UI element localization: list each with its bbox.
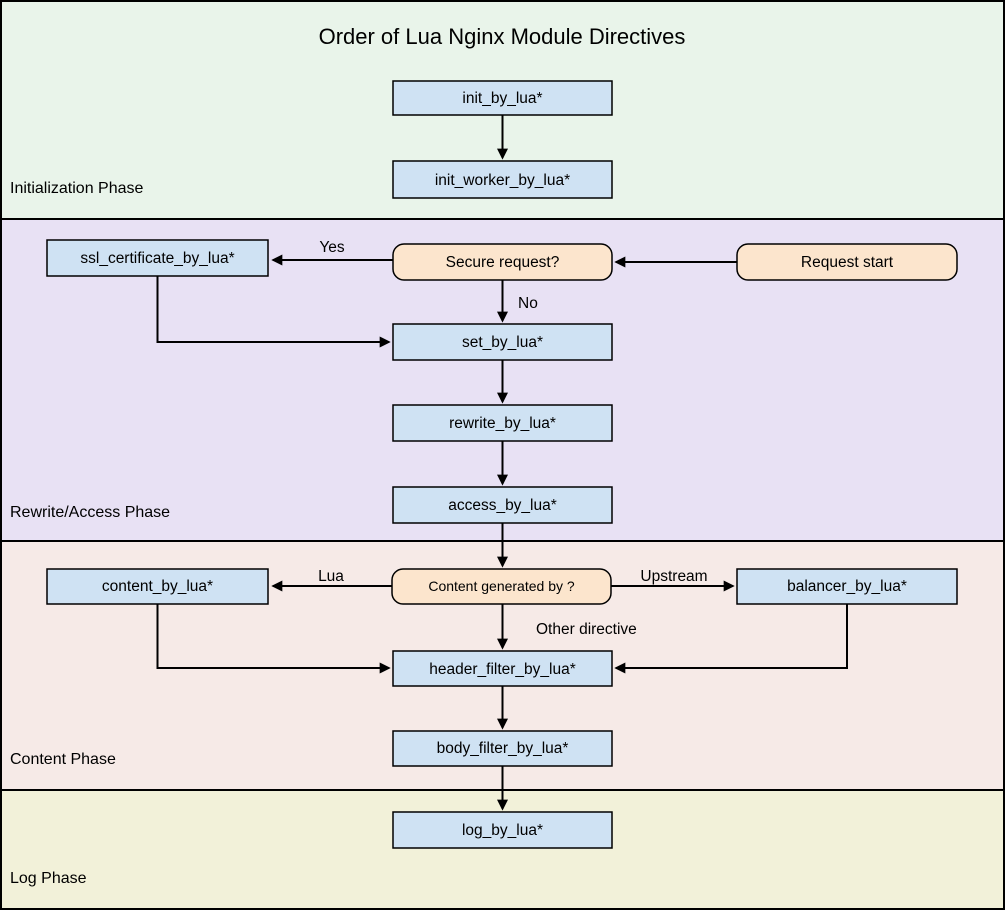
node-ssl-certificate-by-lua-box bbox=[46, 239, 269, 277]
node-header-filter-by-lua: header_filter_by_lua* bbox=[392, 650, 613, 687]
node-log-by-lua-box bbox=[392, 811, 613, 849]
node-init-worker-by-lua-label: init_worker_by_lua* bbox=[435, 172, 570, 189]
node-content-by-lua-box bbox=[46, 568, 269, 605]
node-init-by-lua-box bbox=[392, 80, 613, 116]
node-request-start: Request start bbox=[736, 243, 958, 281]
node-rewrite-by-lua: rewrite_by_lua* bbox=[392, 404, 613, 442]
node-content-generated-by-label: Content generated by ? bbox=[428, 578, 575, 594]
node-access-by-lua-label: access_by_lua* bbox=[448, 497, 557, 514]
node-ssl-certificate-by-lua: ssl_certificate_by_lua* bbox=[46, 239, 269, 277]
node-header-filter-by-lua-label: header_filter_by_lua* bbox=[429, 661, 576, 678]
node-init-by-lua: init_by_lua* bbox=[392, 80, 613, 116]
node-access-by-lua-box bbox=[392, 486, 613, 524]
node-init-worker-by-lua-box bbox=[392, 160, 613, 199]
edge-label-no: No bbox=[518, 295, 538, 312]
node-balancer-by-lua: balancer_by_lua* bbox=[736, 568, 958, 605]
phase-label-content: Content Phase bbox=[10, 751, 116, 768]
node-request-start-box bbox=[736, 243, 958, 281]
edge-label-lua: Lua bbox=[318, 568, 344, 585]
arrow-ssl-certificate-to-set bbox=[156, 276, 391, 348]
node-body-filter-by-lua: body_filter_by_lua* bbox=[392, 730, 613, 767]
node-content-generated-by: Content generated by ? bbox=[391, 568, 612, 605]
node-body-filter-by-lua-label: body_filter_by_lua* bbox=[437, 740, 569, 757]
edge-label-upstream: Upstream bbox=[640, 568, 707, 585]
node-content-by-lua: content_by_lua* bbox=[46, 568, 269, 605]
node-set-by-lua-label: set_by_lua* bbox=[462, 334, 543, 351]
node-ssl-certificate-by-lua-label: ssl_certificate_by_lua* bbox=[80, 250, 234, 267]
node-init-worker-by-lua: init_worker_by_lua* bbox=[392, 160, 613, 199]
diagram-title: Order of Lua Nginx Module Directives bbox=[319, 24, 686, 49]
edge-label-other-directive: Other directive bbox=[536, 621, 637, 638]
node-rewrite-by-lua-box bbox=[392, 404, 613, 442]
node-set-by-lua: set_by_lua* bbox=[392, 323, 613, 361]
node-balancer-by-lua-label: balancer_by_lua* bbox=[787, 578, 907, 595]
node-balancer-by-lua-box bbox=[736, 568, 958, 605]
arrow-content-to-header-filter bbox=[156, 604, 391, 674]
node-rewrite-by-lua-label: rewrite_by_lua* bbox=[449, 415, 556, 432]
node-set-by-lua-box bbox=[392, 323, 613, 361]
arrow-balancer-to-header-filter bbox=[614, 604, 848, 674]
node-body-filter-by-lua-box bbox=[392, 730, 613, 767]
node-request-start-label: Request start bbox=[801, 254, 894, 271]
node-header-filter-by-lua-box bbox=[392, 650, 613, 687]
node-secure-request: Secure request? bbox=[392, 243, 613, 281]
phase-label-rewrite-access: Rewrite/Access Phase bbox=[10, 504, 170, 521]
node-content-generated-by-box bbox=[391, 568, 612, 605]
phase-label-initialization: Initialization Phase bbox=[10, 180, 144, 197]
node-log-by-lua-label: log_by_lua* bbox=[462, 822, 543, 839]
node-content-by-lua-label: content_by_lua* bbox=[102, 578, 213, 595]
node-init-by-lua-label: init_by_lua* bbox=[462, 90, 542, 107]
phase-label-log: Log Phase bbox=[10, 870, 87, 887]
node-secure-request-box bbox=[392, 243, 613, 281]
node-secure-request-label: Secure request? bbox=[446, 254, 560, 271]
node-access-by-lua: access_by_lua* bbox=[392, 486, 613, 524]
edge-label-yes: Yes bbox=[319, 239, 345, 256]
node-log-by-lua: log_by_lua* bbox=[392, 811, 613, 849]
